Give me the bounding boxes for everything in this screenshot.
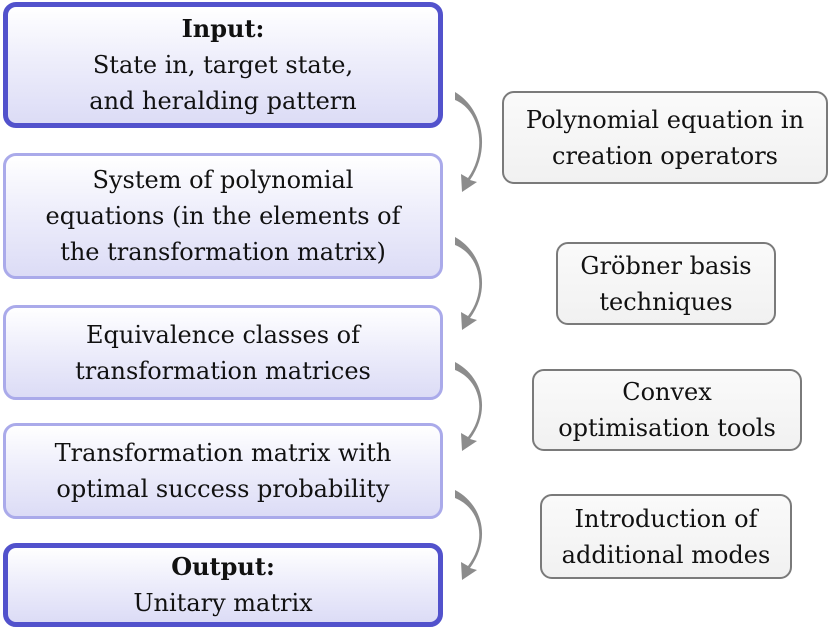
step-output: Output: Unitary matrix xyxy=(3,543,443,627)
flow-arrow-2 xyxy=(455,237,483,330)
step-input: Input: State in, target state, and heral… xyxy=(3,2,443,128)
method-creation-operators: Polynomial equation in creation operator… xyxy=(502,91,828,184)
method-additional-modes: Introduction of additional modes xyxy=(540,494,792,579)
method-convex-optimisation-line-1: Convex xyxy=(622,378,712,406)
step-input-line-2: and heralding pattern xyxy=(89,87,357,115)
method-convex-optimisation-line-2: optimisation tools xyxy=(558,414,776,442)
step-optimal-matrix-line-1: Transformation matrix with xyxy=(54,439,392,467)
flow-arrow-3 xyxy=(455,362,483,451)
step-polynomial-system-line-3: the transformation matrix) xyxy=(60,238,386,266)
method-groebner-line-2: techniques xyxy=(599,287,733,316)
method-groebner: Gröbner basis techniques xyxy=(556,242,776,325)
flow-arrow-1 xyxy=(455,92,483,192)
step-equivalence-classes-line-2: transformation matrices xyxy=(75,356,371,385)
flow-arrow-4 xyxy=(455,490,483,580)
method-additional-modes-line-2: additional modes xyxy=(561,540,771,569)
method-creation-operators-line-2: creation operators xyxy=(552,141,778,170)
step-equivalence-classes: Equivalence classes of transformation ma… xyxy=(3,305,443,400)
step-input-title: Input: xyxy=(181,14,265,43)
step-output-title: Output: xyxy=(171,552,275,581)
step-output-line-1: Unitary matrix xyxy=(133,589,313,617)
step-polynomial-system: System of polynomial equations (in the e… xyxy=(3,153,443,279)
method-additional-modes-line-1: Introduction of xyxy=(574,504,758,533)
step-input-line-1: State in, target state, xyxy=(92,51,354,79)
step-equivalence-classes-line-1: Equivalence classes of xyxy=(85,320,361,349)
step-polynomial-system-line-2: equations (in the elements of xyxy=(45,202,401,230)
method-convex-optimisation: Convex optimisation tools xyxy=(532,369,802,451)
step-optimal-matrix: Transformation matrix with optimal succe… xyxy=(3,423,443,519)
method-creation-operators-line-1: Polynomial equation in xyxy=(525,105,805,134)
step-polynomial-system-line-1: System of polynomial xyxy=(92,166,354,194)
method-groebner-line-1: Gröbner basis xyxy=(580,251,752,280)
step-optimal-matrix-line-2: optimal success probability xyxy=(56,475,390,503)
